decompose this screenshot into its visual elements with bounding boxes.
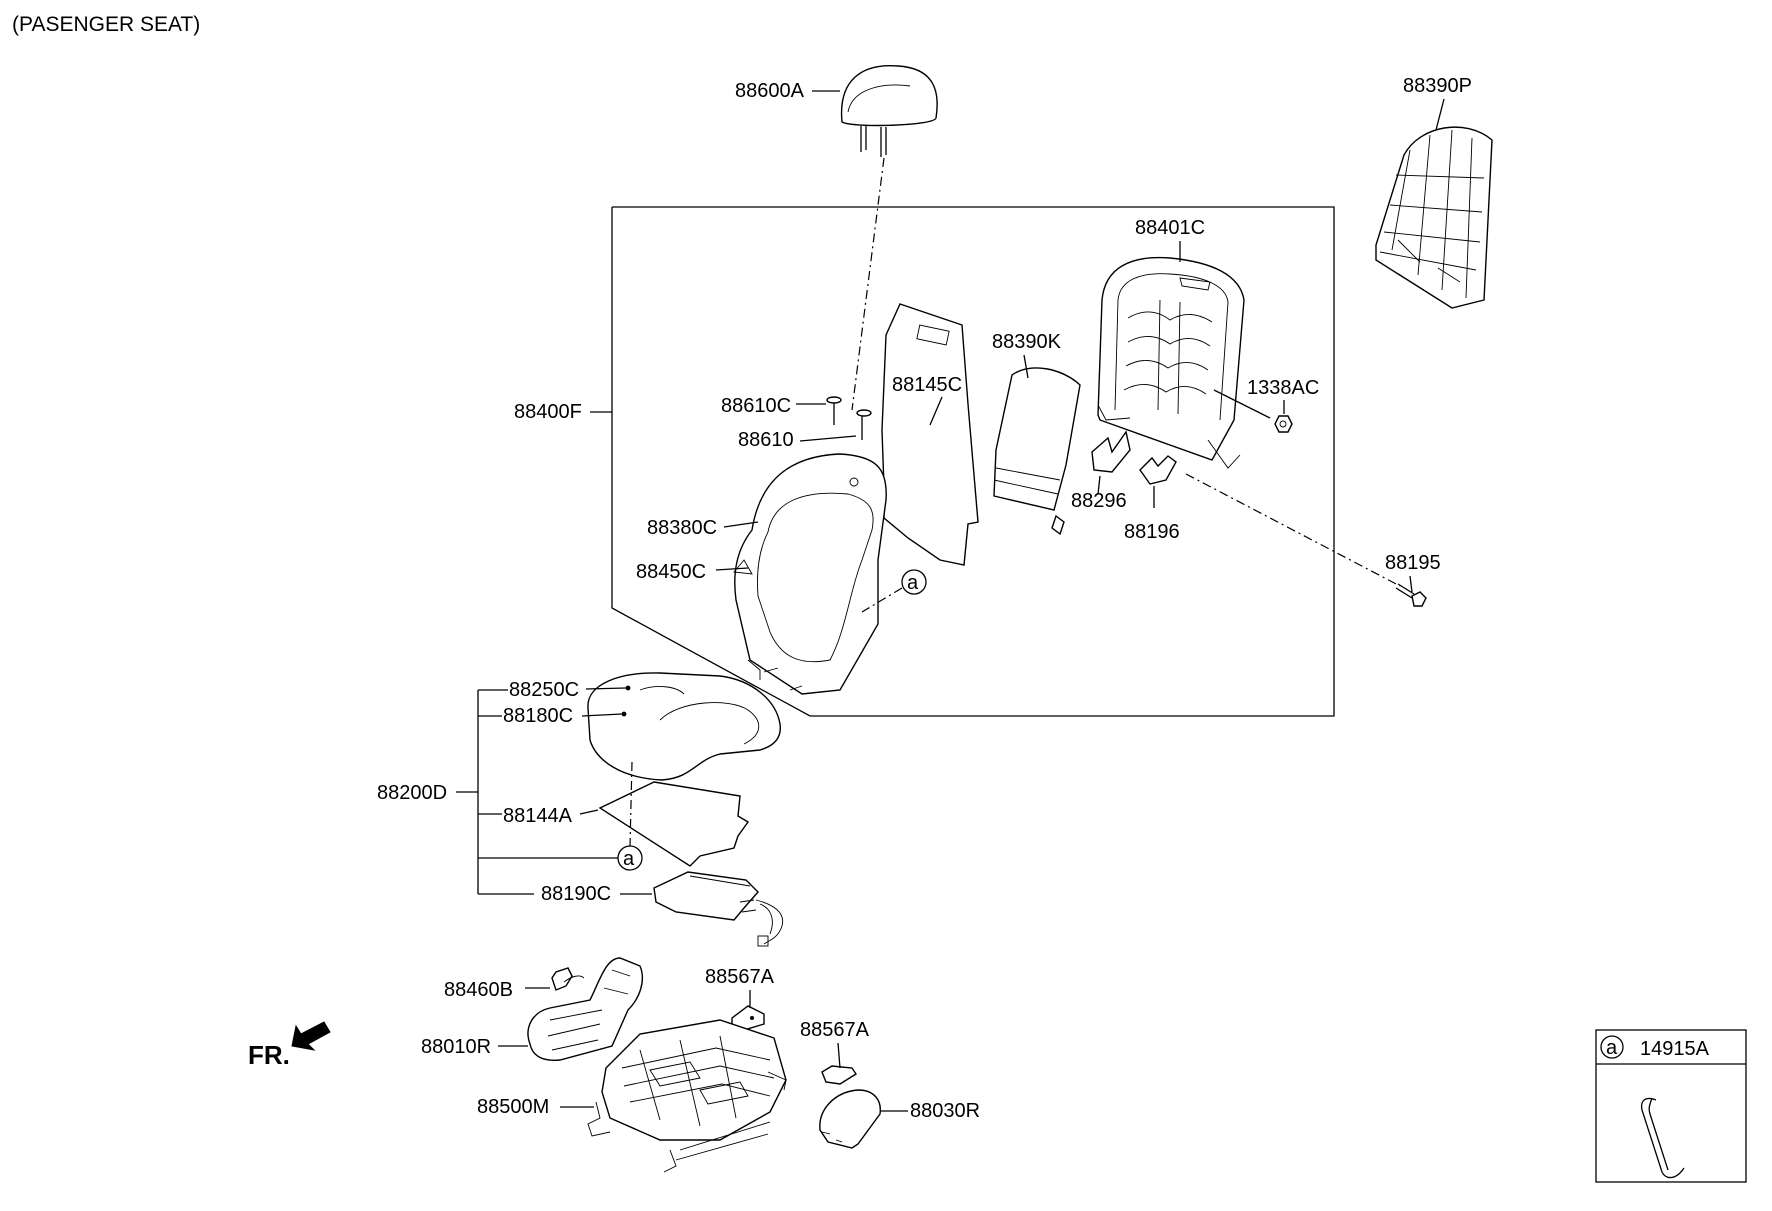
legend-part-label: 14915A: [1640, 1038, 1710, 1060]
headrest-guide-part: [856, 409, 872, 440]
label-88380C: 88380C: [647, 517, 717, 539]
callout-a-back: [901, 569, 927, 595]
seatback-frame-part: [1097, 256, 1245, 469]
label-88600A: 88600A: [735, 80, 805, 102]
label-88296: 88296: [1071, 490, 1127, 512]
label-88610: 88610: [738, 429, 794, 451]
label-88250C: 88250C: [509, 679, 579, 701]
clip-part: [1640, 1097, 1685, 1179]
label-88460B: 88460B: [444, 979, 513, 1001]
cap-lower-part: [821, 1065, 857, 1085]
label-88144A: 88144A: [503, 805, 573, 827]
headrest-part: [840, 64, 938, 157]
label-88567A-lower: 88567A: [800, 1019, 870, 1041]
seatback-board-part: [1375, 126, 1493, 309]
seatback-pad-part: [993, 367, 1081, 536]
label-88390P: 88390P: [1403, 75, 1472, 97]
callout-a-cushion-text: a: [623, 848, 635, 870]
cushion-sheet-part: [598, 781, 750, 867]
label-88390K: 88390K: [992, 331, 1062, 353]
rear-cover-part: [819, 1089, 881, 1149]
legend-box: [1595, 1029, 1747, 1183]
label-88400F: 88400F: [514, 401, 582, 423]
seat-back-assembly-box: [611, 206, 1335, 717]
label-88500M: 88500M: [477, 1096, 549, 1118]
label-88450C: 88450C: [636, 561, 706, 583]
nut-part: [1274, 415, 1293, 433]
label-88196: 88196: [1124, 521, 1180, 543]
callout-a-cushion: [617, 845, 643, 871]
legend-marker-circle: [1600, 1035, 1624, 1059]
headrest-guide-c-part: [826, 396, 842, 425]
knob-part: [551, 967, 585, 991]
front-arrow-icon: [291, 1021, 331, 1051]
seatback-cover-part: [734, 453, 887, 695]
cushion-assembly-bracket: [456, 689, 618, 895]
label-1338AC: 1338AC: [1247, 377, 1319, 399]
callout-a-back-text: a: [907, 572, 919, 594]
front-label: FR.: [248, 1040, 290, 1070]
bracket-88296-part: [1091, 430, 1131, 495]
seat-track-part: [587, 1019, 787, 1173]
side-shield-part: [527, 957, 644, 1061]
label-88180C: 88180C: [503, 705, 573, 727]
legend-marker-text: a: [1606, 1037, 1618, 1059]
bolt-part: [1395, 583, 1427, 607]
label-88401C: 88401C: [1135, 217, 1205, 239]
label-88145C: 88145C: [892, 374, 962, 396]
label-88610C: 88610C: [721, 395, 791, 417]
diagram-title: (PASENGER SEAT): [12, 13, 200, 36]
label-88195: 88195: [1385, 552, 1441, 574]
cushion-heater-part: [653, 871, 784, 947]
label-88010R: 88010R: [421, 1036, 491, 1058]
pad-sheet-part: [881, 303, 979, 566]
label-88190C: 88190C: [541, 883, 611, 905]
label-88030R: 88030R: [910, 1100, 980, 1122]
cushion-cover-part: [587, 672, 781, 781]
label-88567A-upper: 88567A: [705, 966, 775, 988]
bracket-88196-part: [1139, 455, 1177, 508]
label-88200D: 88200D: [377, 782, 447, 804]
